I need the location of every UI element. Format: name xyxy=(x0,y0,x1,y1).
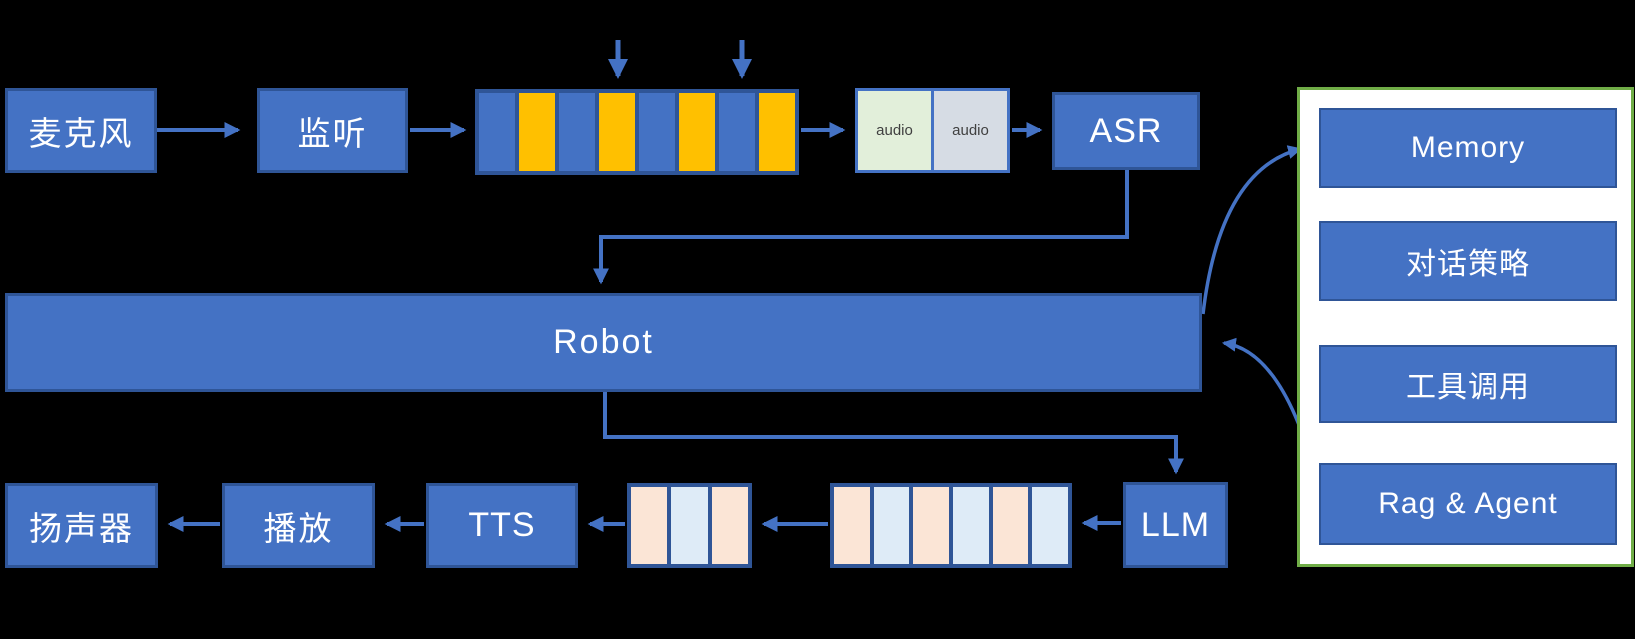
buffer-stripe xyxy=(631,487,668,564)
capabilities-panel: Memory 对话策略 工具调用 Rag & Agent xyxy=(1297,87,1634,567)
panel-item-tool-call: 工具调用 xyxy=(1319,345,1617,423)
buffer-stripe xyxy=(679,93,715,171)
node-robot: Robot xyxy=(5,293,1202,392)
buffer-stripe xyxy=(639,93,675,171)
buffer-stripe xyxy=(759,93,795,171)
node-microphone: 麦克风 xyxy=(5,88,157,173)
audio-chunk-2: audio xyxy=(934,91,1007,170)
panel-item-dialog-policy: 对话策略 xyxy=(1319,221,1617,301)
node-tts: TTS xyxy=(426,483,578,568)
buffer-stripe xyxy=(519,93,555,171)
buffer-stripe xyxy=(913,487,950,564)
output-audio-buffer-small xyxy=(627,483,752,568)
buffer-stripe xyxy=(953,487,989,564)
buffer-stripe xyxy=(671,487,708,564)
node-asr: ASR xyxy=(1052,92,1200,170)
buffer-stripe xyxy=(1032,487,1069,564)
node-play: 播放 xyxy=(222,483,375,568)
node-listen: 监听 xyxy=(257,88,408,173)
buffer-stripe xyxy=(711,487,748,564)
panel-item-memory: Memory xyxy=(1319,108,1617,188)
buffer-stripe xyxy=(873,487,910,564)
connector-asr-to-robot xyxy=(593,170,1129,285)
buffer-stripe xyxy=(559,93,595,171)
panel-item-rag-agent: Rag & Agent xyxy=(1319,463,1617,545)
curve-robot-to-memory xyxy=(1201,145,1303,315)
node-speaker: 扬声器 xyxy=(5,483,158,568)
input-audio-buffer xyxy=(475,89,799,175)
buffer-stripe xyxy=(719,93,755,171)
buffer-stripe xyxy=(479,93,515,171)
buffer-stripe xyxy=(834,487,870,564)
node-llm: LLM xyxy=(1123,482,1228,568)
buffer-stripe xyxy=(599,93,635,171)
audio-chunk-pair: audio audio xyxy=(855,88,1010,173)
output-audio-buffer-large xyxy=(830,483,1072,568)
buffer-stripe xyxy=(992,487,1029,564)
audio-chunk-1: audio xyxy=(858,91,931,170)
connector-robot-to-llm xyxy=(603,392,1184,475)
